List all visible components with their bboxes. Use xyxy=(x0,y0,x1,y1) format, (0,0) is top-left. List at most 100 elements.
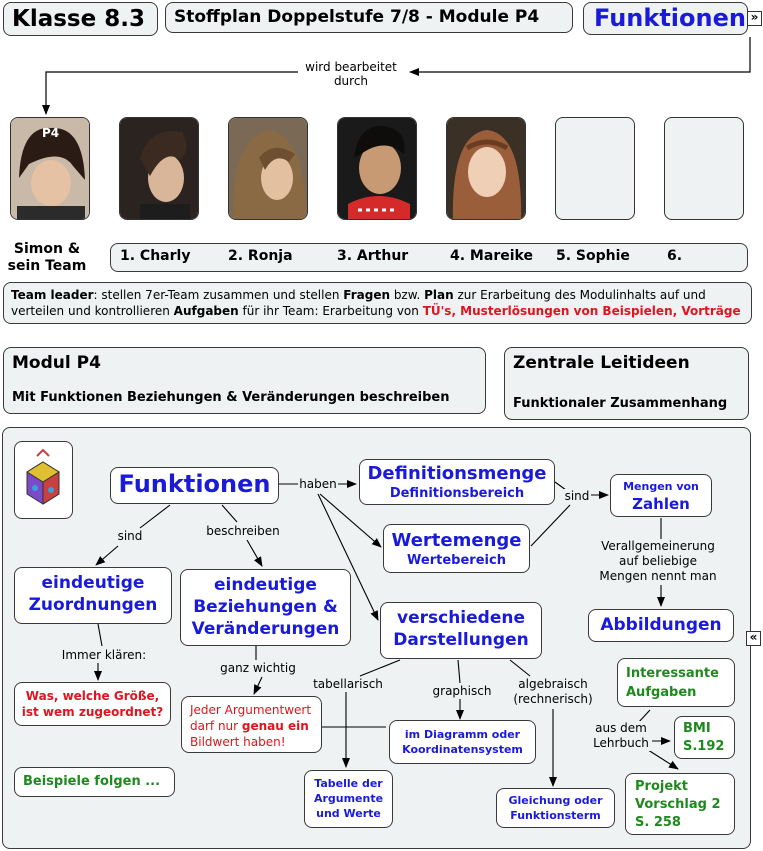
edge-label-sind: sind xyxy=(563,489,591,504)
edge-label-beschreiben: beschreiben xyxy=(203,524,283,539)
team-member: 4. Mareike xyxy=(450,248,533,264)
node-verschiedene-darstellungen: verschiedene Darstellungen xyxy=(380,602,542,659)
node-wertemenge: Wertemenge Wertebereich xyxy=(383,524,530,573)
note-text: : stellen 7er-Team zusammen und stellen xyxy=(93,288,344,302)
module-subtitle: Mit Funktionen Beziehungen & Veränderung… xyxy=(12,390,450,405)
edge-label-graphisch: graphisch xyxy=(431,684,493,699)
person-photo-icon xyxy=(338,118,416,219)
node-projekt: Projekt Vorschlag 2 S. 258 xyxy=(625,773,735,835)
photo-mareike xyxy=(446,117,526,220)
node-interessante-label: Interessante Aufgaben xyxy=(626,666,719,700)
node-eindeutige-zuordnungen: eindeutige Zuordnungen xyxy=(14,567,172,624)
node-funktionen: Funktionen xyxy=(110,467,279,504)
person-photo-icon xyxy=(229,118,307,219)
topic-label: Funktionen xyxy=(594,4,746,32)
node-bmi-label: BMI S.192 xyxy=(683,721,725,754)
module-title: Modul P4 xyxy=(12,353,101,373)
person-photo-icon xyxy=(120,118,198,219)
node-diagramm-label: im Diagramm oder Koordinatensystem xyxy=(402,728,523,756)
team-member: 2. Ronja xyxy=(228,248,293,264)
node-projekt-label: Projekt Vorschlag 2 S. 258 xyxy=(635,779,721,830)
edge-label-immer-klaeren: Immer klären: xyxy=(58,648,150,663)
plan-box: Stoffplan Doppelstufe 7/8 - Module P4 xyxy=(165,2,573,33)
team-members-box xyxy=(110,243,748,272)
photo-ronja xyxy=(228,117,308,220)
note-text: für ihr Team: Erarbeitung von xyxy=(238,304,423,318)
person-photo-icon xyxy=(11,118,89,219)
topic-box: Funktionen xyxy=(583,2,748,35)
node-beispiele-label: Beispiele folgen ... xyxy=(23,774,161,789)
node-funktionen-label: Funktionen xyxy=(118,470,271,498)
note-text: bzw. xyxy=(390,288,425,302)
node-wertemenge-label: Wertemenge xyxy=(391,530,522,551)
node-wertebereich-label: Wertebereich xyxy=(407,553,506,568)
class-box: Klasse 8.3 xyxy=(3,2,158,36)
module-box: Modul P4 Mit Funktionen Beziehungen & Ve… xyxy=(3,347,486,414)
edge-label-ganz-wichtig: ganz wichtig xyxy=(216,661,300,676)
node-definitionsbereich-label: Definitionsbereich xyxy=(389,486,525,501)
node-zahlen-label: Zahlen xyxy=(632,495,690,513)
node-eindeutige-zuordnungen-label: eindeutige Zuordnungen xyxy=(28,573,158,615)
edge-label-sind: sind xyxy=(113,529,147,544)
node-definitionsmenge-label: Definitionsmenge xyxy=(367,463,547,484)
leitidee-title: Zentrale Leitideen xyxy=(513,353,690,373)
node-jeder-argumentwert-label: Jeder Argumentwert darf nur genau ein Bi… xyxy=(190,702,320,750)
plan-label: Stoffplan Doppelstufe 7/8 - Module P4 xyxy=(174,7,540,27)
note-text: zur Erarbeitung des Modulinhalts auf und… xyxy=(11,288,706,318)
team-member: 5. Sophie xyxy=(556,248,630,264)
edge-label-algebraisch: algebraisch (rechnerisch) xyxy=(512,677,594,707)
team-leader-note: Team leader: stellen 7er-Team zusammen u… xyxy=(3,282,752,324)
node-tabelle-label: Tabelle der Argumente und Werte xyxy=(313,777,384,820)
polyhedron-icon xyxy=(26,448,60,505)
node-was-welche-label: Was, welche Größe, ist wem zugeordnet? xyxy=(21,689,164,719)
photo-simon: P4 xyxy=(10,117,90,220)
photo-badge: P4 xyxy=(42,126,60,140)
node-beispiele: Beispiele folgen ... xyxy=(14,767,175,797)
node-mengen-von-zahlen: Mengen von Zahlen xyxy=(610,474,712,517)
edge-label-aus-dem-lehrbuch: aus dem Lehrbuch xyxy=(590,721,652,751)
note-emphasis: Fragen xyxy=(343,288,390,302)
node-gleichung-label: Gleichung oder Funktionsterm xyxy=(508,794,603,822)
edge-label-verallgemeinerung: Verallgemeinerung auf beliebige Mengen n… xyxy=(593,539,723,584)
team-leader-label: Simon & sein Team xyxy=(7,241,87,274)
class-label: Klasse 8.3 xyxy=(12,6,145,32)
note-emphasis: Aufgaben xyxy=(173,304,239,318)
photo-placeholder-5 xyxy=(555,117,635,220)
module-icon-box xyxy=(14,441,73,519)
prev-page-button[interactable]: « xyxy=(746,631,761,646)
node-interessante-aufgaben: Interessante Aufgaben xyxy=(617,658,735,707)
node-mengen-von-label: Mengen von xyxy=(623,480,699,493)
double-chevron-left-icon: « xyxy=(749,630,758,644)
rule-text: Bildwert haben! xyxy=(190,735,286,749)
edge-label-tabellarisch: tabellarisch xyxy=(311,677,385,692)
photo-arthur xyxy=(337,117,417,220)
node-tabelle: Tabelle der Argumente und Werte xyxy=(304,770,393,828)
person-photo-icon xyxy=(447,118,525,219)
team-member: 1. Charly xyxy=(120,248,191,264)
leitidee-subtitle: Funktionaler Zusammenhang xyxy=(513,396,728,411)
node-eindeutige-beziehungen: eindeutige Beziehungen & Veränderungen xyxy=(180,569,351,646)
note-emphasis: Plan xyxy=(424,288,454,302)
node-diagramm: im Diagramm oder Koordinatensystem xyxy=(389,720,536,764)
node-abbildungen-label: Abbildungen xyxy=(600,615,722,635)
edge-label-haben: haben xyxy=(298,477,338,492)
node-eindeutige-beziehungen-label: eindeutige Beziehungen & Veränderungen xyxy=(191,575,340,639)
photo-charly xyxy=(119,117,199,220)
node-was-welche-groesse: Was, welche Größe, ist wem zugeordnet? xyxy=(14,682,171,726)
next-page-button[interactable]: » xyxy=(747,11,762,26)
edited-by-label: wird bearbeitet durch xyxy=(298,60,404,88)
node-bmi: BMI S.192 xyxy=(674,716,735,759)
note-highlight: TÜ's, Musterlösungen von Beispielen, Vor… xyxy=(422,304,741,318)
leitidee-box: Zentrale Leitideen Funktionaler Zusammen… xyxy=(504,347,749,420)
team-leader-term: Team leader xyxy=(11,288,94,302)
double-chevron-right-icon: » xyxy=(750,10,759,24)
node-gleichung: Gleichung oder Funktionsterm xyxy=(496,788,615,828)
rule-text: Jeder Argumentwert darf nur xyxy=(190,703,312,733)
node-definitionsmenge: Definitionsmenge Definitionsbereich xyxy=(359,459,555,505)
photo-placeholder-6 xyxy=(664,117,744,220)
team-member: 6. xyxy=(667,248,683,264)
node-jeder-argumentwert: Jeder Argumentwert darf nur genau ein Bi… xyxy=(181,696,322,753)
team-leader-text: Team leader: stellen 7er-Team zusammen u… xyxy=(11,287,749,319)
